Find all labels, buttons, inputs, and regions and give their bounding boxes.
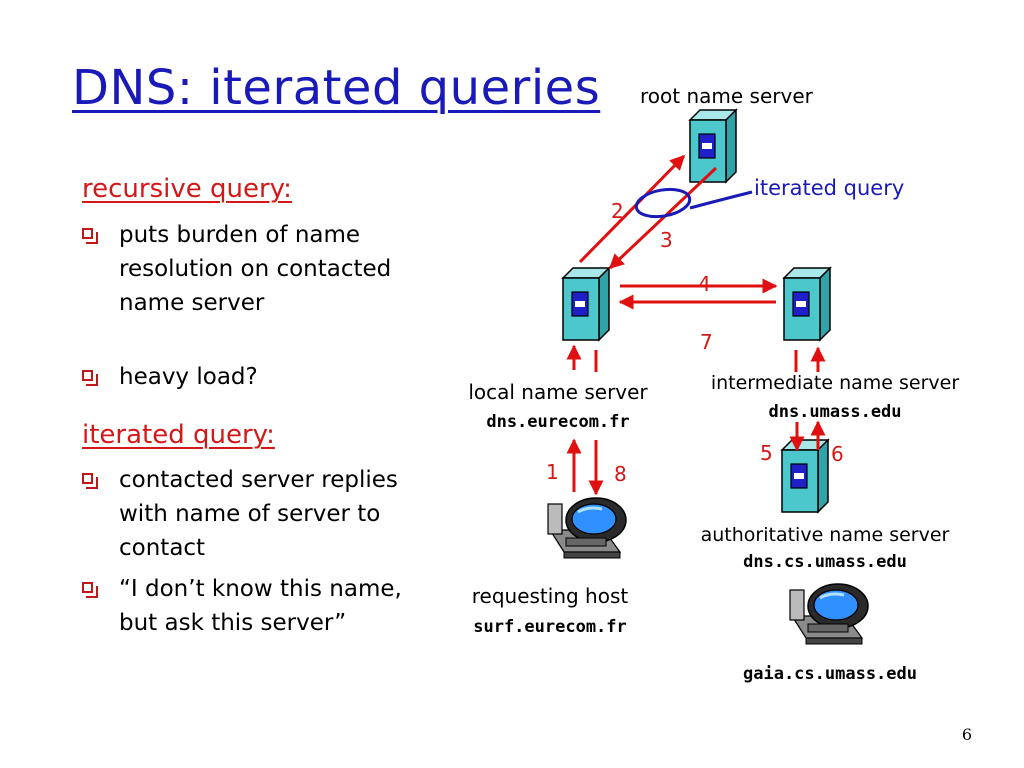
requesting-host-name: surf.eurecom.fr <box>473 617 627 637</box>
bullet-box-icon <box>82 228 98 244</box>
step-number-5: 5 <box>760 441 773 465</box>
bullet-box-icon <box>82 370 98 386</box>
authoritative-server-host: dns.cs.umass.edu <box>743 552 907 572</box>
bullet-item: contacted server replies with name of se… <box>82 463 402 565</box>
step-number-3: 3 <box>660 228 673 252</box>
bullet-text: puts burden of name resolution on contac… <box>119 222 392 316</box>
local-server-icon <box>562 267 610 341</box>
intermediate-server-host: dns.umass.edu <box>768 402 902 422</box>
bullet-text: heavy load? <box>119 364 258 390</box>
gaia-host-name: gaia.cs.umass.edu <box>743 664 917 684</box>
requesting-host-label: requesting host <box>471 584 629 608</box>
bullet-item: puts burden of name resolution on contac… <box>82 218 402 320</box>
bullet-item: “I don’t know this name, but ask this se… <box>82 572 402 640</box>
iterated-query-callout: iterated query <box>754 176 905 200</box>
step-number-8: 8 <box>614 462 627 486</box>
intermediate-server-icon <box>783 267 831 341</box>
page-number: 6 <box>961 725 972 744</box>
requesting-host-pc-icon <box>546 496 628 560</box>
step-number-6: 6 <box>831 442 844 466</box>
authoritative-server-label: authoritative name server <box>700 524 950 546</box>
bullet-text: “I don’t know this name, but ask this se… <box>119 576 402 636</box>
step-number-7: 7 <box>700 330 713 354</box>
bullet-box-icon <box>82 473 98 489</box>
intermediate-server-label: intermediate name server <box>710 372 960 394</box>
local-server-label: local name server <box>468 380 648 404</box>
local-server-host: dns.eurecom.fr <box>486 412 630 432</box>
bullet-box-icon <box>82 582 98 598</box>
page-title: DNS: iterated queries <box>72 60 601 116</box>
bullet-text: contacted server replies with name of se… <box>119 467 398 561</box>
gaia-host-pc-icon <box>788 582 870 646</box>
step-number-1: 1 <box>546 460 559 484</box>
step-number-4: 4 <box>698 272 711 296</box>
iterated-query-heading: iterated query: <box>82 420 275 450</box>
root-server-label: root name server <box>640 84 813 108</box>
recursive-query-heading: recursive query: <box>82 174 292 204</box>
authoritative-server-icon <box>781 439 829 513</box>
bullet-item: heavy load? <box>82 360 402 394</box>
step-number-2: 2 <box>611 199 624 223</box>
